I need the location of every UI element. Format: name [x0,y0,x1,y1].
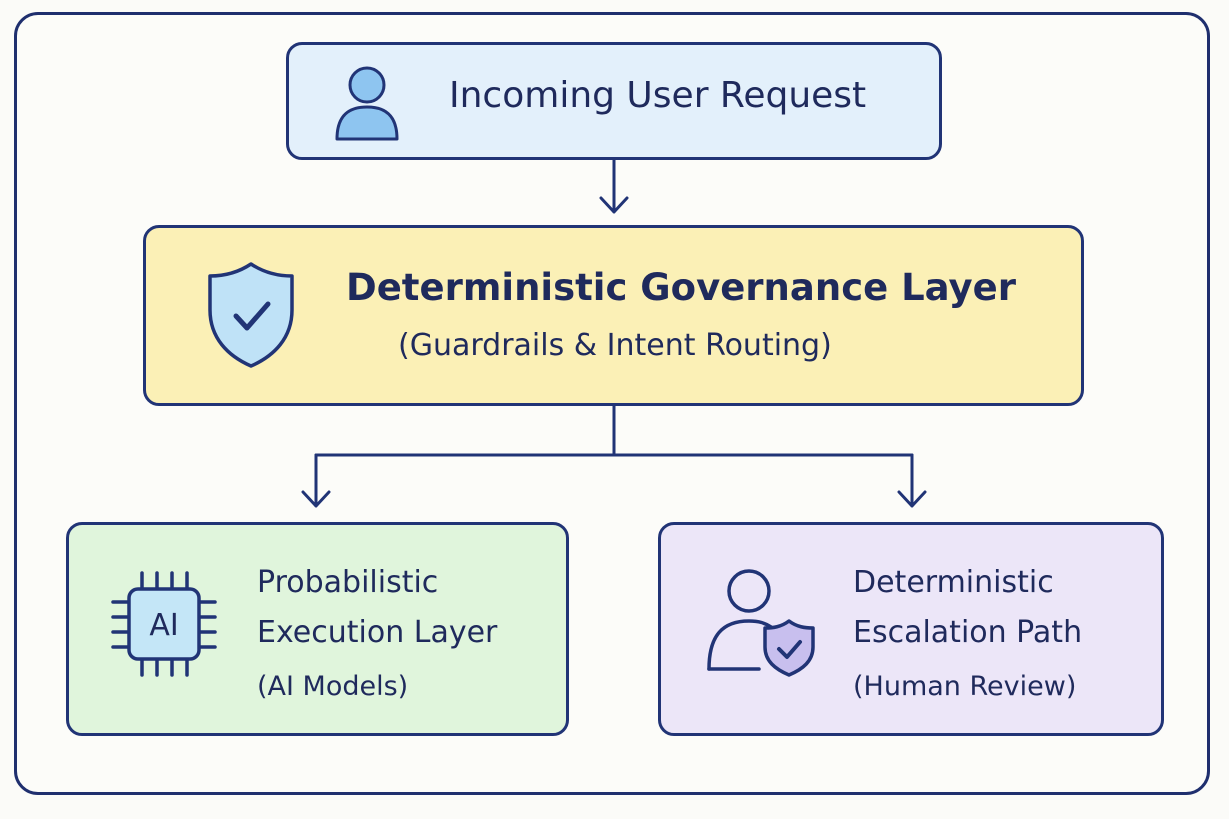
incoming-request-box: Incoming User Request [286,42,942,160]
user-icon [335,66,399,141]
execution-subtitle: (AI Models) [257,671,409,702]
arrow-to-execution [301,453,331,508]
user-shield-icon [707,569,815,677]
governance-subtitle: (Guardrails & Intent Routing) [398,328,832,363]
escalation-title-line2: Escalation Path [853,615,1083,650]
governance-title: Deterministic Governance Layer [346,266,1016,309]
arrow-request-to-governance [599,158,629,214]
escalation-path-box: Deterministic Escalation Path (Human Rev… [658,522,1164,736]
governance-layer-box: Deterministic Governance Layer (Guardrai… [143,225,1084,406]
ai-chip-icon: AI [111,571,217,677]
execution-title-line2: Execution Layer [257,615,498,650]
arrow-to-escalation [897,453,927,508]
shield-check-icon [208,262,294,368]
request-title: Incoming User Request [449,75,867,116]
escalation-title-line1: Deterministic [853,565,1054,600]
connector-governance-split [314,404,914,457]
execution-layer-box: AI Probabilistic Execution Layer (AI Mod… [66,522,569,736]
chip-label: AI [149,608,178,643]
execution-title-line1: Probabilistic [257,565,439,600]
escalation-subtitle: (Human Review) [853,671,1077,702]
